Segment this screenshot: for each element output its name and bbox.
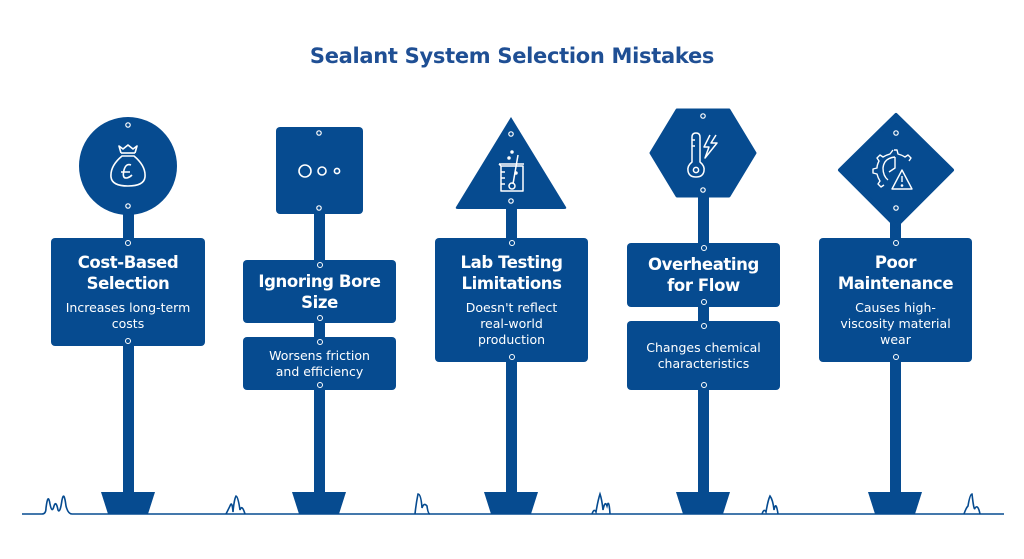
bore-circles-icon xyxy=(298,164,341,178)
bolt-hole xyxy=(316,315,323,321)
bolt-hole xyxy=(316,262,323,268)
bolt-hole xyxy=(508,354,515,360)
pole-base xyxy=(101,492,155,514)
overheating-description: Changes chemical characteristics xyxy=(646,339,761,371)
bore-size-description-panel: Worsens friction and efficiency xyxy=(243,337,396,390)
beaker-icon xyxy=(498,150,524,192)
bolt-hole xyxy=(700,299,707,305)
bolt-hole xyxy=(892,354,899,360)
bolt-hole xyxy=(700,323,707,329)
pole xyxy=(123,200,134,500)
diamond-sign xyxy=(838,113,954,228)
bolt-hole xyxy=(316,382,323,388)
bore-size-heading: Ignoring Bore Size xyxy=(258,271,381,312)
overheating-heading-panel: Overheating for Flow xyxy=(627,243,780,307)
gear-warning-icon xyxy=(872,149,913,190)
sign-cost-based xyxy=(79,117,177,514)
overheating-heading: Overheating for Flow xyxy=(648,255,759,295)
ground-line xyxy=(22,491,1004,515)
bolt-hole xyxy=(892,240,899,246)
lab-testing-heading: Lab Testing Limitations xyxy=(460,253,563,293)
infographic-title: Sealant System Selection Mistakes xyxy=(309,44,715,68)
cost-based-description: Increases long-term costs xyxy=(65,300,191,331)
bolt-hole xyxy=(508,240,515,246)
bolt-hole xyxy=(316,339,323,345)
lab-testing-description: Doesn't reflect real-world production xyxy=(465,300,558,347)
bore-size-heading-panel: Ignoring Bore Size xyxy=(243,260,396,323)
cost-based-heading: Cost-Based Selection xyxy=(77,253,179,293)
poor-maintenance-panel: Poor Maintenance Causes high-viscosity m… xyxy=(819,238,972,362)
circle-sign xyxy=(79,117,177,215)
bolt-hole xyxy=(125,240,131,246)
bolt-hole xyxy=(700,245,707,251)
triangle-sign xyxy=(455,117,567,209)
lab-testing-panel: Lab Testing Limitations Doesn't reflect … xyxy=(435,238,588,362)
sign-overheating xyxy=(649,108,757,514)
bore-size-description: Worsens friction and efficiency xyxy=(269,347,370,379)
cost-based-panel: Cost-Based Selection Increases long-term… xyxy=(51,238,205,346)
thermometer-lightning-icon xyxy=(687,132,718,178)
hexagon-sign xyxy=(649,108,757,198)
poor-maintenance-description: Causes high-viscosity material wear xyxy=(840,300,951,347)
bolt-hole xyxy=(700,382,707,388)
square-sign xyxy=(276,127,363,214)
money-bag-icon xyxy=(110,144,146,187)
bolt-hole xyxy=(125,338,131,344)
poor-maintenance-heading: Poor Maintenance xyxy=(837,253,954,293)
overheating-description-panel: Changes chemical characteristics xyxy=(627,321,780,390)
